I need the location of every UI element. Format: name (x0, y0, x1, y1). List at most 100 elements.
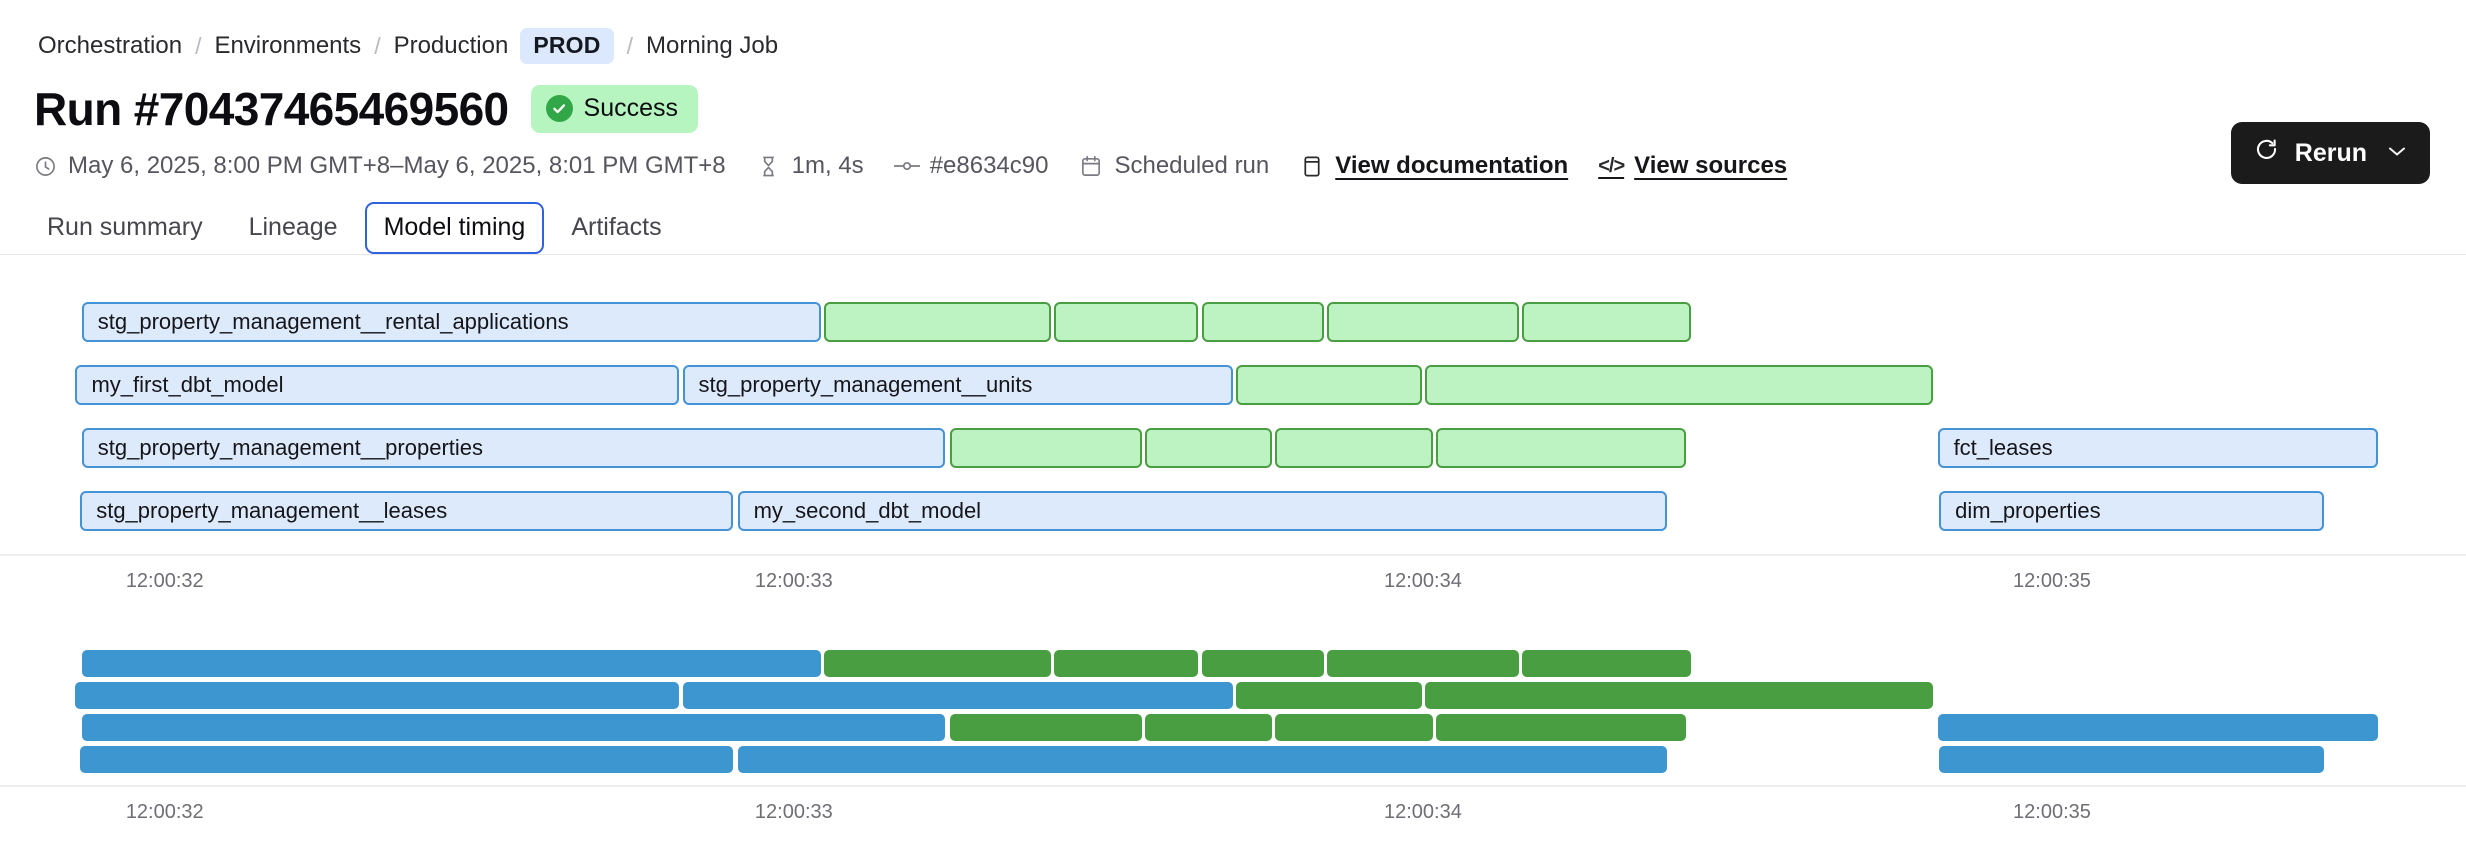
gantt-bar-stg_property_management__properties[interactable]: stg_property_management__properties (81, 428, 946, 468)
gantt-rows: stg_property_management__rental_applicat… (0, 302, 2466, 531)
gantt-bar-fct_leases[interactable]: fct_leases (1937, 428, 2378, 468)
gantt-bar-stg_property_management__leases[interactable]: stg_property_management__leases (80, 491, 733, 531)
tab-label: Model timing (383, 213, 526, 241)
axis-tick-label: 12:00:34 (1383, 801, 1462, 823)
gantt-bar-label: stg_property_management__units (698, 372, 1033, 397)
status-label: Success (583, 94, 679, 122)
tab-run-summary[interactable]: Run summary (28, 202, 222, 254)
check-circle-icon (545, 95, 573, 122)
gantt-bar-test[interactable] (1522, 650, 1691, 677)
gantt-bar-my_second_dbt_model[interactable]: my_second_dbt_model (737, 491, 1668, 531)
gantt-bar-label: stg_property_management__leases (96, 498, 448, 523)
gantt-row (0, 650, 2466, 677)
gantt-bar-label: dim_properties (1955, 498, 2101, 523)
gantt-bar-test[interactable] (949, 428, 1142, 468)
model-timing-chart-solid: 12:00:32 12:00:33 12:00:34 12:00:35 (0, 650, 2466, 831)
gantt-bar-my_first_dbt_model[interactable]: my_first_dbt_model (75, 365, 680, 405)
axis-tick-label: 12:00:34 (1383, 570, 1462, 592)
meta-trigger-label: Scheduled run (1114, 152, 1270, 179)
breadcrumb-separator: / (374, 32, 381, 59)
gantt-bar-test[interactable] (1236, 365, 1422, 405)
gantt-row: stg_property_management__rental_applicat… (0, 302, 2466, 342)
axis-tick-label: 12:00:35 (2013, 801, 2091, 823)
gantt-bar-test[interactable] (824, 302, 1051, 342)
gantt-bar-stg_property_management__units[interactable]: stg_property_management__units (682, 365, 1233, 405)
breadcrumb-separator: / (626, 32, 633, 59)
gantt-bar-test[interactable] (737, 746, 1668, 773)
gantt-row (0, 746, 2466, 773)
meta-timerange-label: May 6, 2025, 8:00 PM GMT+8–May 6, 2025, … (68, 152, 726, 179)
rerun-button[interactable]: Rerun (2230, 122, 2430, 184)
breadcrumb-item-production[interactable]: Production (393, 32, 509, 59)
meta-duration-label: 1m, 4s (791, 152, 864, 179)
time-axis: 12:00:32 12:00:33 12:00:34 12:00:35 (0, 785, 2466, 831)
gantt-bar-test[interactable] (1053, 302, 1199, 342)
meta-duration: 1m, 4s (756, 152, 864, 180)
gantt-bar-label: my_first_dbt_model (91, 372, 284, 397)
tab-label: Artifacts (571, 213, 662, 241)
page-header: Run #70437465469560 Success (0, 64, 2466, 136)
gantt-bar-test[interactable] (1275, 714, 1433, 741)
breadcrumb: Orchestration / Environments / Productio… (0, 0, 2466, 64)
gantt-row: stg_property_management__leases my_second… (0, 491, 2466, 531)
clock-icon (32, 153, 58, 179)
model-timing-chart-labeled: stg_property_management__rental_applicat… (0, 302, 2466, 600)
gantt-bar-test[interactable] (1144, 714, 1273, 741)
gantt-bar-test[interactable] (1939, 746, 2325, 773)
meta-trigger: Scheduled run (1078, 152, 1269, 180)
status-badge: Success (530, 85, 699, 133)
meta-commit-label: #e8634c90 (929, 152, 1049, 179)
gantt-bar-test[interactable] (75, 682, 680, 709)
gantt-row: my_first_dbt_model stg_property_managemen… (0, 365, 2466, 405)
gantt-bar-test[interactable] (824, 650, 1051, 677)
axis-tick-label: 12:00:32 (125, 801, 204, 823)
gantt-bar-dim_properties[interactable]: dim_properties (1939, 491, 2325, 531)
gantt-bar-stg_property_management__rental_applications[interactable]: stg_property_management__rental_applicat… (81, 302, 821, 342)
tab-artifacts[interactable]: Artifacts (552, 202, 680, 254)
gantt-bar-test[interactable] (1435, 428, 1686, 468)
chevron-down-icon[interactable] (2386, 142, 2408, 164)
gantt-bar-test[interactable] (1236, 682, 1422, 709)
gantt-bar-test[interactable] (1327, 302, 1520, 342)
view-documentation-link[interactable]: View documentation (1299, 152, 1568, 180)
gantt-bar-test[interactable] (1327, 650, 1520, 677)
tab-bar-divider (0, 254, 2466, 255)
gantt-bar-test[interactable] (1424, 682, 1933, 709)
gantt-bar-test[interactable] (1053, 650, 1199, 677)
gantt-bar-test[interactable] (80, 746, 733, 773)
gantt-bar-test[interactable] (81, 714, 946, 741)
git-commit-icon (893, 153, 920, 179)
gantt-bar-test[interactable] (1424, 365, 1933, 405)
axis-tick-label: 12:00:32 (125, 570, 204, 592)
gantt-bar-test[interactable] (81, 650, 821, 677)
gantt-rows (0, 650, 2466, 773)
gantt-bar-test[interactable] (1937, 714, 2378, 741)
breadcrumb-item-orchestration[interactable]: Orchestration (38, 32, 183, 59)
breadcrumb-item-job[interactable]: Morning Job (645, 32, 779, 59)
gantt-bar-test[interactable] (1144, 428, 1273, 468)
gantt-bar-label: stg_property_management__properties (97, 435, 484, 460)
gantt-bar-test[interactable] (1201, 650, 1325, 677)
calendar-icon (1078, 153, 1104, 179)
tab-bar: Run summary Lineage Model timing Artifacts (0, 180, 2466, 255)
gantt-bar-test[interactable] (949, 714, 1142, 741)
gantt-bar-test[interactable] (1522, 302, 1691, 342)
refresh-icon (2254, 137, 2279, 169)
gantt-bar-test[interactable] (1275, 428, 1433, 468)
gantt-bar-test[interactable] (1435, 714, 1686, 741)
tab-label: Lineage (248, 213, 338, 241)
gantt-bar-label: fct_leases (1953, 435, 2053, 460)
gantt-bar-label: stg_property_management__rental_applicat… (97, 309, 569, 334)
meta-timerange: May 6, 2025, 8:00 PM GMT+8–May 6, 2025, … (32, 152, 726, 180)
view-sources-link[interactable]: </> View sources (1598, 152, 1787, 180)
axis-tick-label: 12:00:33 (754, 801, 833, 823)
tab-lineage[interactable]: Lineage (230, 202, 357, 254)
rerun-label: Rerun (2294, 138, 2367, 167)
breadcrumb-item-environments[interactable]: Environments (214, 32, 362, 59)
gantt-bar-test[interactable] (682, 682, 1233, 709)
environment-badge-prod: PROD (520, 28, 614, 64)
tab-model-timing[interactable]: Model timing (364, 202, 545, 254)
gantt-bar-test[interactable] (1201, 302, 1325, 342)
breadcrumb-separator: / (195, 32, 202, 59)
